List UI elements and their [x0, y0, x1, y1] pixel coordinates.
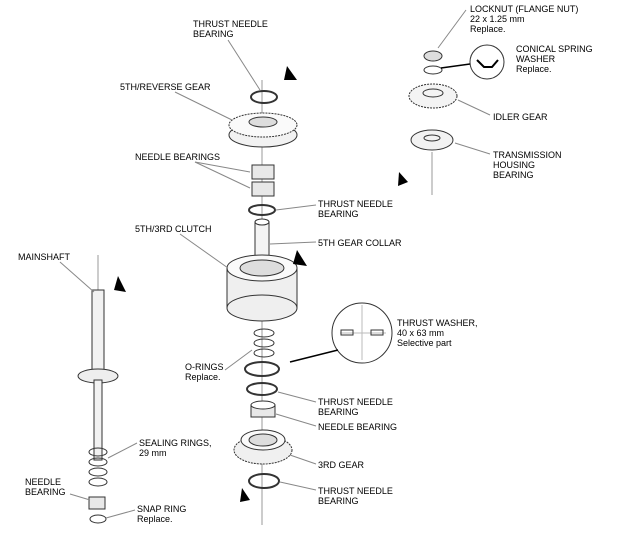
label-5th-3rd-clutch: 5TH/3RD CLUTCH	[135, 224, 212, 234]
label-3rd-gear: 3RD GEAR	[318, 460, 365, 470]
left-needle-bearing	[88, 496, 106, 510]
thrust-needle-bearing-3	[246, 382, 278, 396]
thrust-washer	[244, 361, 280, 377]
conical-spring-washer	[423, 65, 443, 75]
needle-bearings	[251, 164, 275, 197]
fifth-third-clutch	[226, 254, 298, 322]
fifth-gear-collar	[254, 218, 270, 259]
thrust-needle-bearing-2	[248, 204, 276, 216]
thrust-needle-bearing-4	[248, 473, 280, 489]
idler-gear	[408, 83, 458, 109]
label-mainshaft: MAINSHAFT	[18, 252, 71, 262]
conical-washer-detail	[440, 44, 505, 80]
label-5th-reverse-gear: 5TH/REVERSE GEAR	[120, 82, 211, 92]
thrust-washer-detail	[289, 302, 393, 364]
snap-ring	[89, 514, 107, 524]
needle-bearing	[250, 400, 276, 418]
leader-lines	[59, 9, 491, 519]
label-sealing-rings: SEALING RINGS,29 mm	[139, 438, 212, 458]
label-idler-gear: IDLER GEAR	[493, 112, 548, 122]
label-needle-bearings: NEEDLE BEARINGS	[135, 152, 221, 162]
mainshaft	[77, 255, 119, 461]
label-5th-gear-collar: 5TH GEAR COLLAR	[318, 238, 402, 248]
direction-arrows	[114, 66, 408, 502]
fifth-reverse-gear	[228, 112, 298, 148]
label-needle-bearing: NEEDLE BEARING	[318, 422, 398, 432]
thrust-needle-bearing-top	[250, 90, 278, 104]
third-gear	[233, 429, 293, 465]
sealing-rings	[88, 447, 108, 487]
o-rings	[253, 328, 275, 358]
locknut	[423, 50, 443, 62]
transmission-housing-bearing	[410, 129, 454, 151]
